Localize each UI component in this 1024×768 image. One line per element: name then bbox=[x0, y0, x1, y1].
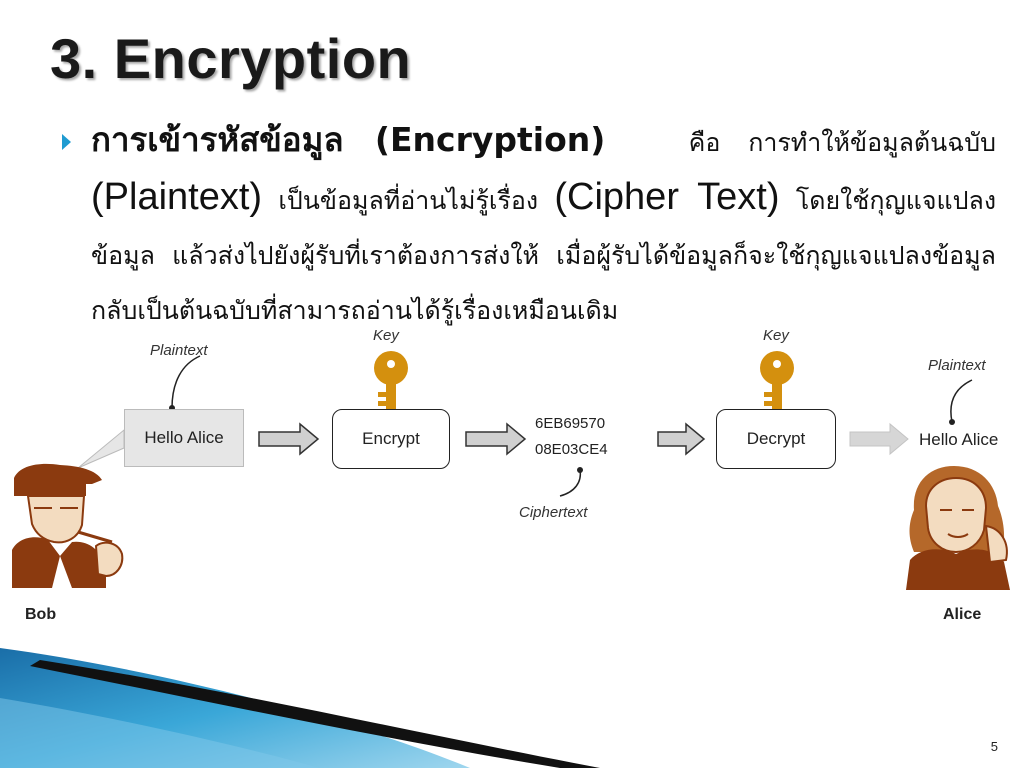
arrows bbox=[258, 422, 706, 456]
key-hole-decrypt bbox=[773, 360, 781, 368]
bullet-arrow-icon bbox=[62, 134, 71, 150]
alice-icon bbox=[906, 466, 1010, 590]
plaintext-term: (Plaintext) bbox=[91, 176, 263, 218]
plaintext-pointer-right bbox=[950, 379, 973, 423]
key-icon-decrypt bbox=[760, 351, 794, 410]
ciphertext-term: (Cipher Text) bbox=[554, 176, 780, 218]
slide-title: 3. Encryption bbox=[50, 27, 412, 90]
decrypt-label: Decrypt bbox=[746, 429, 806, 448]
decorative-swoosh bbox=[0, 648, 600, 768]
bullet-lead: การเข้ารหัสข้อมูล (Encryption) bbox=[91, 120, 606, 159]
plaintext-label-left: Plaintext bbox=[150, 342, 208, 359]
plaintext-dot-right bbox=[949, 419, 955, 425]
ciphertext-line-2: 08E03CE4 bbox=[535, 441, 608, 458]
arrow-1 bbox=[258, 422, 320, 456]
receiver-name: Alice bbox=[943, 606, 982, 623]
decrypt-box: Decrypt bbox=[716, 409, 836, 469]
message-left-box: Hello Alice bbox=[124, 409, 244, 467]
arrow-2 bbox=[465, 422, 527, 456]
plaintext-label-right: Plaintext bbox=[928, 357, 986, 374]
bob-icon bbox=[12, 463, 124, 588]
ciphertext-label: Ciphertext bbox=[519, 504, 588, 521]
key-label-encrypt: Key bbox=[373, 327, 399, 344]
encryption-diagram: Plaintext Hello Alice Key Encrypt 6EB695… bbox=[0, 320, 1024, 640]
key-hole-encrypt bbox=[387, 360, 395, 368]
sender-name: Bob bbox=[25, 606, 57, 623]
ciphertext-line-1: 6EB69570 bbox=[535, 415, 606, 432]
ciphertext-dot bbox=[577, 467, 583, 473]
ciphertext-pointer bbox=[559, 469, 582, 497]
message-right: Hello Alice bbox=[919, 430, 999, 449]
page-number: 5 bbox=[990, 739, 998, 754]
speech-bubble-tail bbox=[77, 428, 125, 469]
diagram-graphics bbox=[12, 351, 1010, 590]
encrypt-label: Encrypt bbox=[362, 429, 420, 448]
arrow-3 bbox=[657, 422, 706, 456]
arrow-4-faded bbox=[849, 422, 909, 456]
bullet-part2: เป็นข้อมูลที่อ่านไม่รู้เรื่อง bbox=[278, 186, 539, 215]
bullet-part3: โดยใช้กุญแจแปลงข้อมูล แล้วส่งไปยังผู้รับ… bbox=[91, 186, 997, 325]
key-label-decrypt: Key bbox=[763, 327, 789, 344]
bullet-part1: คือ การทำให้ข้อมูลต้นฉบับ bbox=[688, 128, 996, 157]
bullet-text: การเข้ารหัสข้อมูล (Encryption) คือ การทำ… bbox=[91, 112, 996, 338]
encrypt-box: Encrypt bbox=[332, 409, 450, 469]
message-left: Hello Alice bbox=[144, 428, 224, 447]
key-icon-encrypt bbox=[374, 351, 408, 410]
plaintext-pointer-left bbox=[171, 355, 201, 409]
